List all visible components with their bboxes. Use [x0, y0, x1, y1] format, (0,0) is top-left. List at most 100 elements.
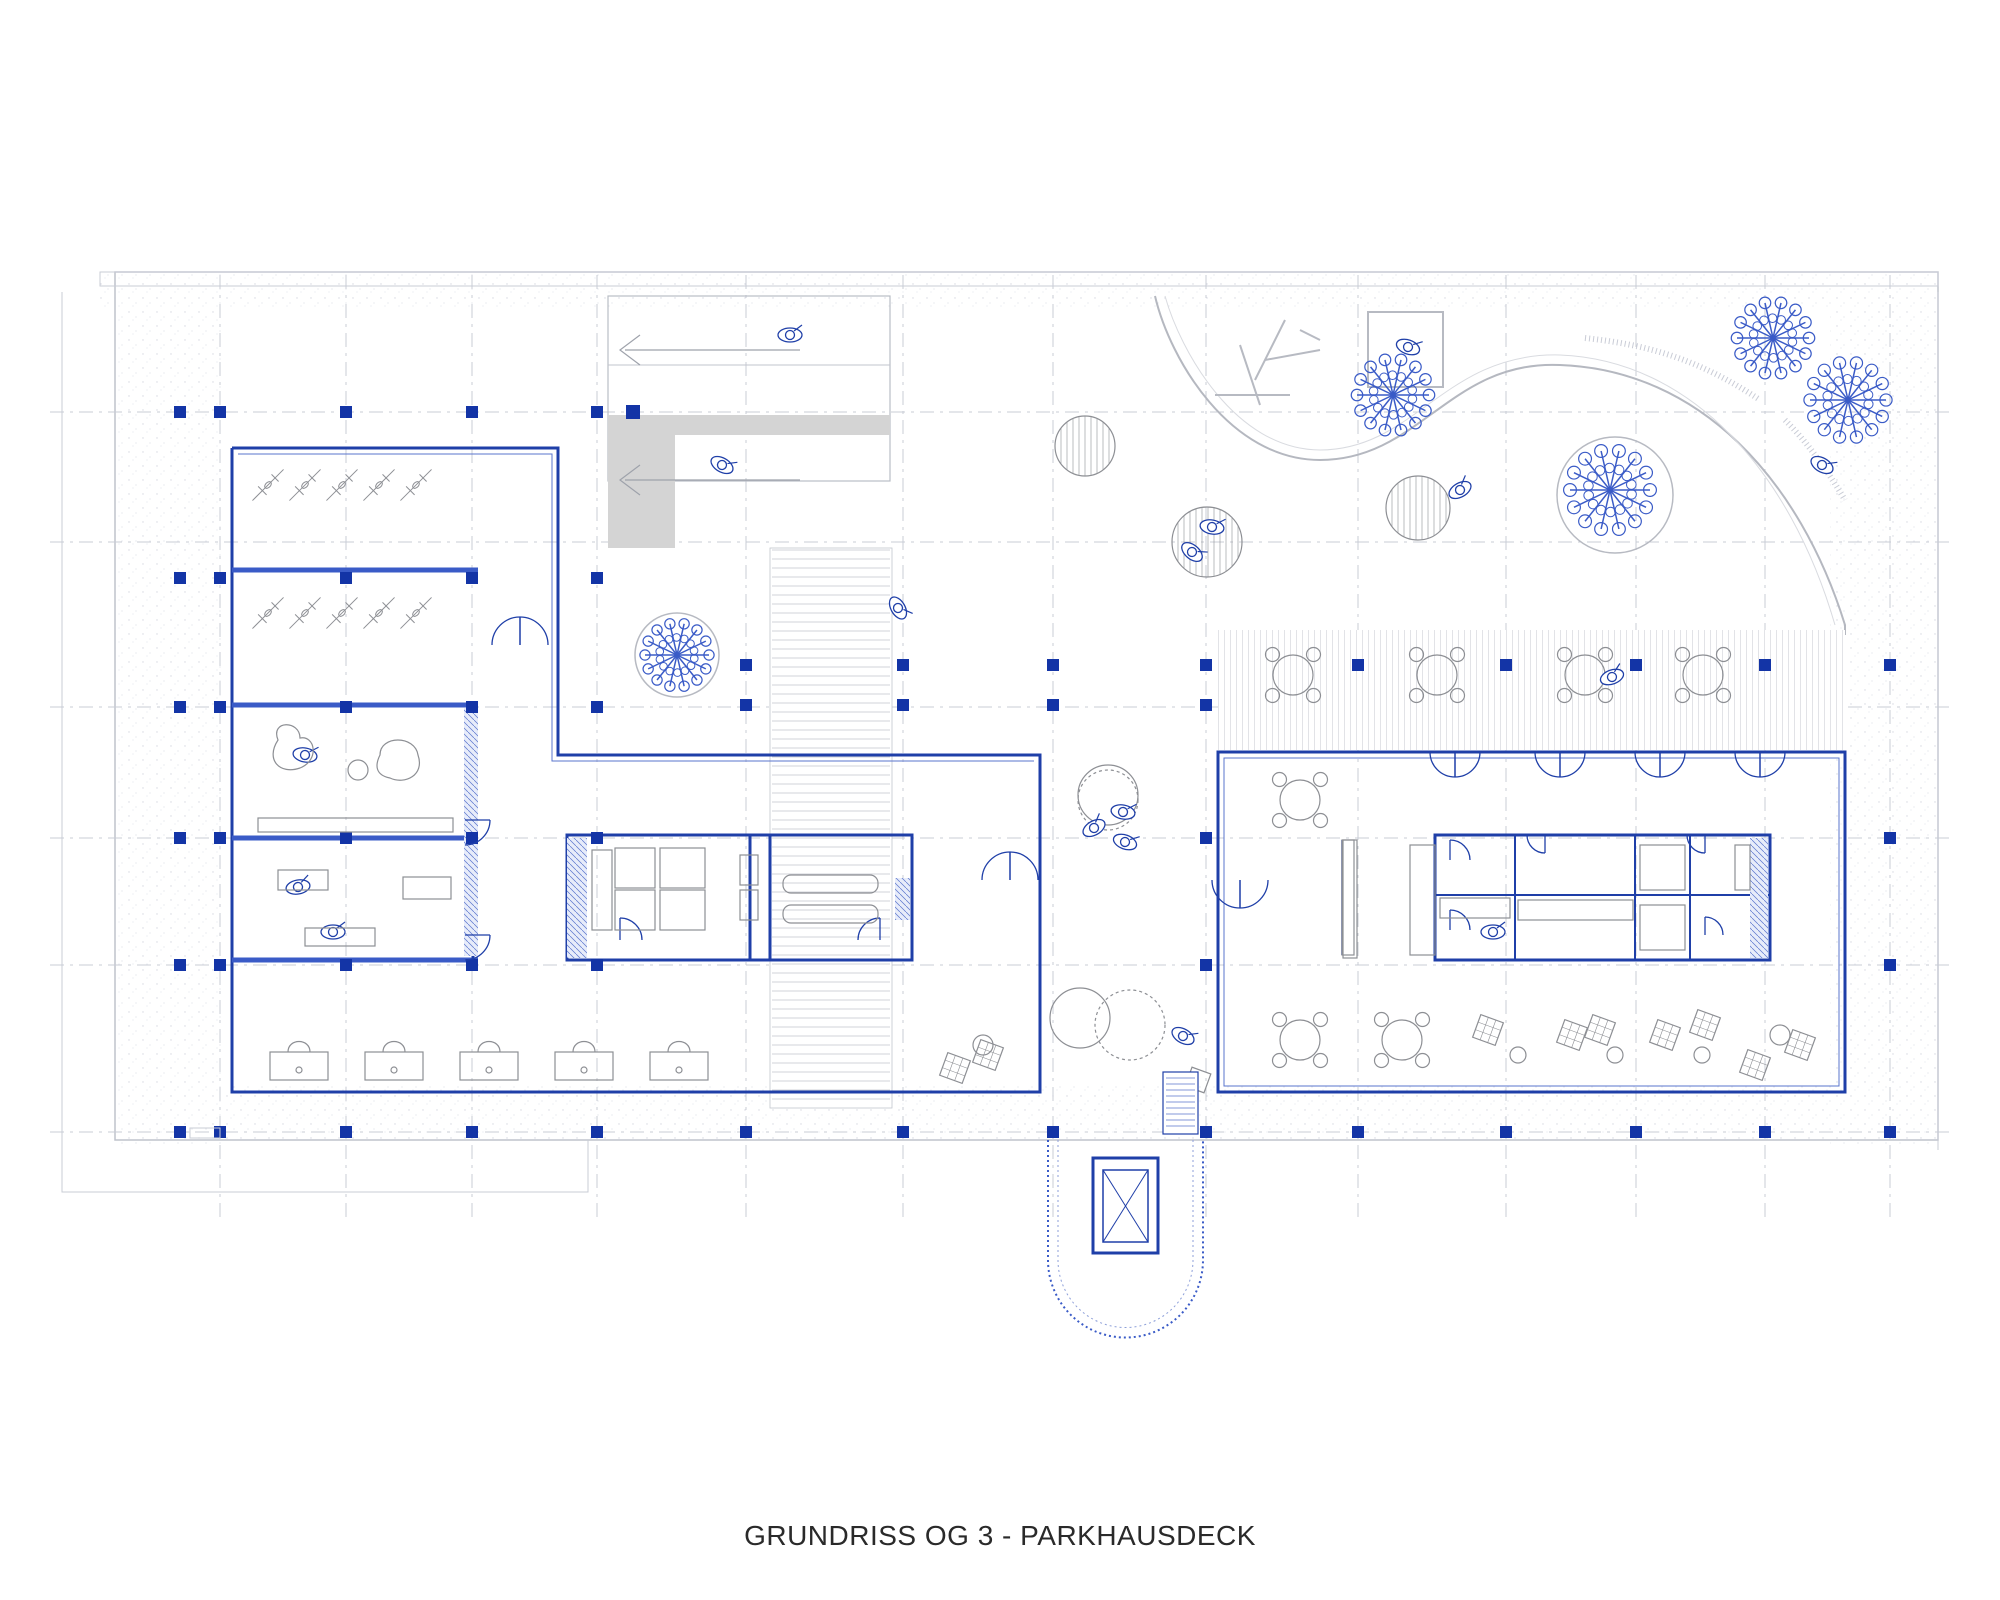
bicycle-icon [252, 469, 284, 501]
column [591, 832, 603, 844]
bicycle-icon [326, 597, 358, 629]
column [591, 1126, 603, 1138]
round-table-icon [972, 1034, 994, 1056]
round-table-icon [1264, 646, 1322, 704]
lattice-chair [1555, 1018, 1589, 1052]
column [1500, 1126, 1512, 1138]
column [340, 1126, 352, 1138]
round-table-icon [1674, 646, 1732, 704]
bicycle-icon [326, 469, 358, 501]
lattice-chair [1471, 1013, 1505, 1047]
round-table-icon [1556, 646, 1614, 704]
door-swing-icon [1449, 839, 1471, 861]
door-swing-icon [464, 934, 491, 961]
door-swing-icon [1704, 916, 1724, 936]
column [466, 832, 478, 844]
person-figure-icon [777, 324, 803, 343]
column [1200, 1126, 1212, 1138]
desk [649, 1040, 709, 1081]
trees [634, 296, 1893, 698]
column [740, 659, 752, 671]
column [214, 832, 226, 844]
tree-icon [1803, 356, 1893, 444]
person-figure-icon [1599, 663, 1625, 686]
bicycle-icon [252, 597, 284, 629]
tree-icon [1350, 353, 1436, 437]
person-figure-icon [1810, 455, 1838, 475]
door-swing-icon [1734, 751, 1761, 778]
door-swing-icon [464, 819, 491, 846]
column [174, 701, 186, 713]
person-figure-icon [1480, 921, 1506, 940]
round-table-icon [1693, 1046, 1711, 1064]
bicycle-icon [289, 469, 321, 501]
column [1884, 659, 1896, 671]
parking-ramp [607, 295, 891, 548]
person-figure-icon [888, 596, 913, 620]
door-swing-icon [619, 917, 643, 941]
column [897, 699, 909, 711]
counter [1342, 839, 1358, 959]
column [174, 832, 186, 844]
column [1759, 659, 1771, 671]
column [1200, 959, 1212, 971]
column [340, 701, 352, 713]
column [1884, 832, 1896, 844]
door-swing-icon [491, 616, 521, 646]
column [1352, 659, 1364, 671]
desk [364, 1040, 424, 1081]
column [174, 1126, 186, 1138]
door-swing-icon [981, 851, 1011, 881]
lattice-chair [971, 1038, 1005, 1072]
door-swing-icon [519, 616, 549, 646]
bicycle-icon [400, 469, 432, 501]
door-swing-icon [1534, 751, 1561, 778]
door-swing-icon [1559, 751, 1586, 778]
door-swing-icon [1239, 879, 1269, 909]
lattice-chair [938, 1051, 972, 1085]
lattice-chair [1688, 1008, 1722, 1042]
column [626, 405, 640, 419]
tree-icon [1730, 296, 1816, 380]
round-table-icon [1509, 1046, 1527, 1064]
door-swing-icon [1429, 751, 1456, 778]
bicycle-parking [252, 469, 432, 629]
column [340, 572, 352, 584]
column [897, 1126, 909, 1138]
round-table-icon [1271, 1011, 1329, 1069]
column [1500, 659, 1512, 671]
column [340, 832, 352, 844]
person-figure-icon [710, 455, 738, 475]
door-swing-icon [1526, 834, 1546, 854]
person-figure-icon [1110, 803, 1137, 820]
column [214, 406, 226, 418]
round-table-icon [1769, 1024, 1791, 1046]
column [1047, 659, 1059, 671]
door-swing-icon [1759, 751, 1786, 778]
column [1200, 699, 1212, 711]
circulation-circle [1077, 769, 1139, 831]
column [1630, 659, 1642, 671]
door-swing-icon [1449, 909, 1471, 931]
round-table-icon [1408, 646, 1466, 704]
doors [464, 616, 1786, 961]
central-stair [769, 547, 893, 1109]
column [1352, 1126, 1364, 1138]
column [1884, 959, 1896, 971]
door-swing-icon [1634, 751, 1661, 778]
door-swing-icon [1211, 879, 1241, 909]
round-table-icon [1373, 1011, 1431, 1069]
column [466, 1126, 478, 1138]
door-swing-icon [1009, 851, 1039, 881]
person-figure-icon [285, 874, 311, 895]
circulation-circle [1094, 989, 1166, 1061]
door-swing-icon [1686, 834, 1706, 854]
bicycle-icon [363, 597, 395, 629]
lattice-chair [1783, 1028, 1817, 1062]
roof-garden [1154, 295, 1848, 635]
column [466, 572, 478, 584]
round-table-icon [1077, 764, 1139, 826]
column [466, 959, 478, 971]
person-figure-icon [1082, 813, 1106, 838]
